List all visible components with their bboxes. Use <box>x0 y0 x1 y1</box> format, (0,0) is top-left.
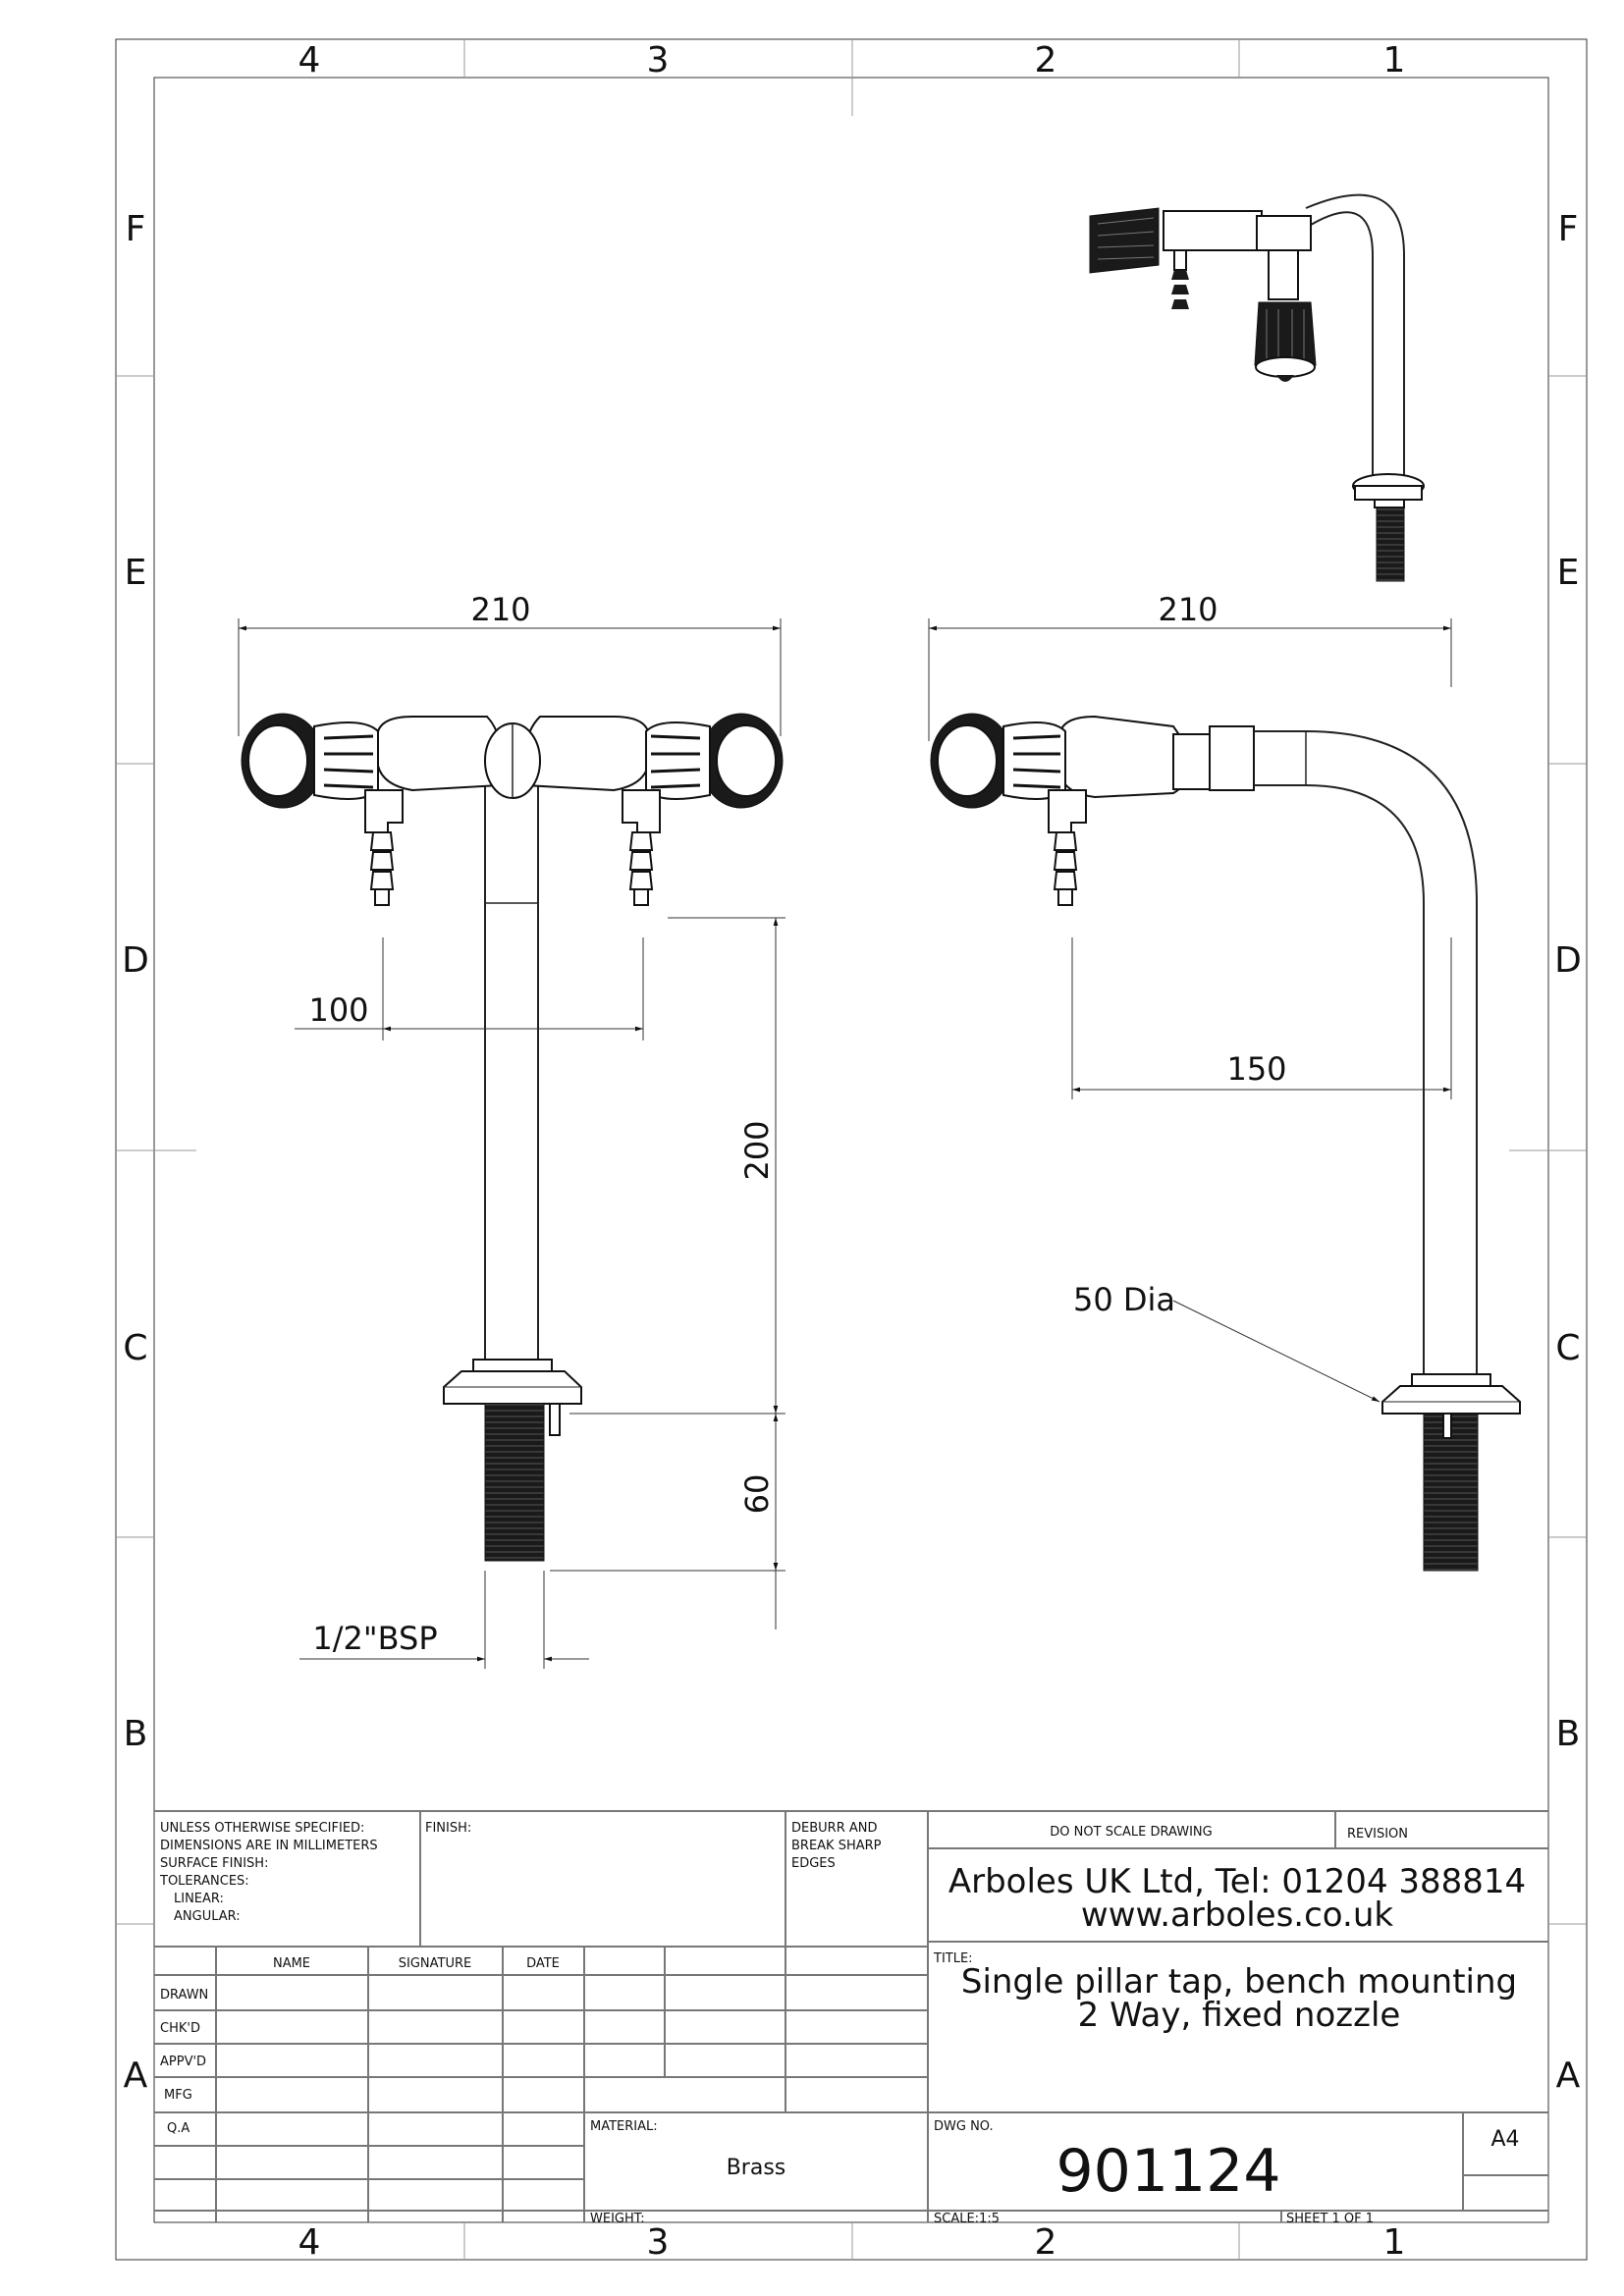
row-label-d-right: D <box>1554 940 1582 981</box>
row-drawn: DRAWN <box>160 1988 208 2002</box>
row-approved: APPV'D <box>160 2055 206 2069</box>
side-dimensions: 210 150 50 Dia <box>928 591 1452 1403</box>
base-diameter-dim: 50 Dia <box>1073 1281 1175 1318</box>
front-left-body <box>377 716 502 792</box>
dwg-no-value: 901124 <box>1056 2137 1280 2206</box>
col-label-2-bottom: 2 <box>1035 2222 1057 2263</box>
unless-line-5: LINEAR: <box>174 1892 224 1906</box>
row-qa: Q.A <box>167 2121 189 2136</box>
deburr-line-3: EDGES <box>791 1856 836 1871</box>
pillar-height-dim: 200 <box>738 1120 776 1180</box>
unless-line-1: UNLESS OTHERWISE SPECIFIED: <box>160 1821 364 1836</box>
company-line-2: www.arboles.co.uk <box>1081 1896 1393 1935</box>
title-block-text: UNLESS OTHERWISE SPECIFIED: DIMENSIONS A… <box>159 1821 1526 2226</box>
row-checked: CHK'D <box>160 2021 200 2036</box>
row-label-d: D <box>122 940 149 981</box>
sheet-count: SHEET 1 OF 1 <box>1286 2212 1374 2226</box>
iso-arm-body <box>1163 210 1263 251</box>
col-label-3: 3 <box>647 40 670 80</box>
side-base-flange <box>1381 1385 1521 1415</box>
dwg-no-label: DWG NO. <box>934 2119 994 2134</box>
title-line-1: Single pillar tap, bench mounting <box>961 1962 1517 2002</box>
front-dimensions: 210 100 200 60 1/2"BSP <box>238 591 785 1669</box>
thread-length-dim: 60 <box>738 1474 776 1515</box>
col-label-4-bottom: 4 <box>298 2222 321 2263</box>
weight-label: WEIGHT: <box>590 2212 645 2226</box>
row-mfg: MFG <box>164 2088 192 2103</box>
row-label-b: B <box>124 1714 148 1754</box>
iso-arm-collar <box>1256 215 1312 251</box>
side-thread <box>1423 1413 1479 1572</box>
sheet-size: A4 <box>1490 2127 1519 2152</box>
revision-label: REVISION <box>1347 1827 1408 1842</box>
company-line-1: Arboles UK Ltd, Tel: 01204 388814 <box>948 1862 1526 1901</box>
deburr-line-1: DEBURR AND <box>791 1821 877 1836</box>
unless-line-6: ANGULAR: <box>174 1909 241 1924</box>
thread-size-dim: 1/2"BSP <box>312 1620 437 1657</box>
zone-labels: 4 3 2 1 4 3 2 1 F E D C B A F E D C B A <box>122 40 1582 2263</box>
col-date: DATE <box>526 1956 560 1971</box>
col-label-3-bottom: 3 <box>647 2222 670 2263</box>
title-label: TITLE: <box>933 1951 973 1966</box>
unless-line-3: SURFACE FINISH: <box>160 1856 268 1871</box>
title-line-2: 2 Way, fixed nozzle <box>1078 1996 1401 2035</box>
side-view <box>930 713 1521 1572</box>
col-label-2: 2 <box>1035 40 1057 80</box>
row-label-f-right: F <box>1558 209 1579 249</box>
side-collar <box>1209 725 1255 791</box>
scale-value: SCALE:1:5 <box>934 2212 1000 2226</box>
col-label-1: 1 <box>1383 40 1406 80</box>
row-label-c: C <box>123 1328 147 1368</box>
row-label-a-right: A <box>1556 2056 1581 2096</box>
material-label: MATERIAL: <box>590 2119 658 2134</box>
front-right-body <box>524 716 649 792</box>
col-label-1-bottom: 1 <box>1383 2222 1406 2263</box>
col-label-4: 4 <box>298 40 321 80</box>
front-view <box>241 713 784 1562</box>
side-body <box>1059 715 1190 799</box>
side-reach-dim: 150 <box>1226 1050 1286 1088</box>
row-label-e-right: E <box>1557 553 1580 593</box>
row-label-f: F <box>126 209 146 249</box>
title-block <box>154 1810 1548 2222</box>
front-thread <box>484 1403 545 1562</box>
nozzle-spacing-dim: 100 <box>308 991 368 1029</box>
finish-label: FINISH: <box>425 1821 471 1836</box>
iso-left-knob <box>1089 207 1160 274</box>
row-label-c-right: C <box>1555 1328 1580 1368</box>
unless-line-4: TOLERANCES: <box>159 1874 249 1889</box>
sheet-border <box>115 38 1588 2261</box>
col-signature: SIGNATURE <box>399 1956 471 1971</box>
iso-thread <box>1376 507 1405 582</box>
deburr-line-2: BREAK SHARP <box>791 1839 882 1853</box>
do-not-scale: DO NOT SCALE DRAWING <box>1050 1825 1212 1840</box>
material-value: Brass <box>727 2156 786 2180</box>
row-label-a: A <box>124 2056 148 2096</box>
col-name: NAME <box>273 1956 310 1971</box>
iso-bottom-knob <box>1254 301 1317 366</box>
front-width-dim: 210 <box>470 591 530 628</box>
side-width-dim: 210 <box>1158 591 1218 628</box>
unless-line-2: DIMENSIONS ARE IN MILLIMETERS <box>160 1839 378 1853</box>
isometric-view <box>1089 193 1425 582</box>
row-label-b-right: B <box>1556 1714 1581 1754</box>
row-label-e: E <box>125 553 147 593</box>
